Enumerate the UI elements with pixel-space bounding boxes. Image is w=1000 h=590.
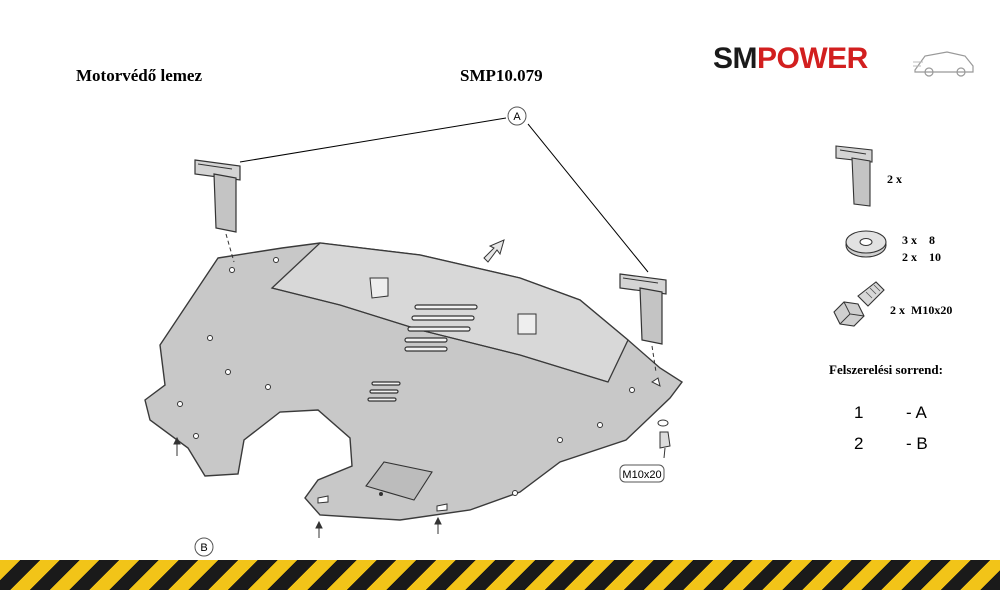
step-1-number: 1 [854, 403, 864, 422]
step-1-label: - A [906, 403, 927, 422]
parts-icons [833, 145, 887, 327]
bolt-icon [833, 281, 885, 327]
install-arrows [173, 436, 442, 538]
installation-order-title: Felszerelési sorrend: [829, 362, 943, 377]
right-mounting-bracket [619, 273, 667, 373]
mounting-holes [177, 257, 635, 496]
step-2-number: 2 [854, 434, 864, 453]
svg-text:A: A [513, 111, 521, 123]
washer-quantity-8: 3 x 8 [902, 233, 935, 247]
product-code: SMP10.079 [460, 66, 543, 85]
skid-plate-diagram: M10x20 A B [144, 106, 684, 557]
vent-slots [367, 304, 478, 402]
bracket-quantity: 2 x [887, 172, 902, 186]
leader-line-a-right [527, 123, 649, 273]
smpower-logo: SMPOWER [713, 40, 974, 84]
hazard-stripe [0, 560, 1000, 590]
bolt-quantity: 2 x M10x20 [890, 303, 953, 317]
step-2-label: - B [906, 434, 928, 453]
left-mounting-bracket [194, 159, 241, 263]
callout-b [194, 537, 214, 557]
bolt-callout-label: M10x20 [622, 469, 661, 481]
callout-a [507, 106, 527, 126]
page-title: Motorvédő lemez [76, 66, 203, 85]
washer-icon [845, 230, 887, 258]
svg-text:B: B [200, 542, 207, 554]
car-outline-icon [913, 51, 974, 77]
leader-line-a-left [239, 117, 507, 163]
access-cover [365, 461, 433, 501]
logo-wordmark: SMPOWER [713, 42, 868, 75]
bolt-detail [657, 419, 671, 459]
direction-arrow-icon [483, 239, 505, 263]
bolt-callout-box [619, 464, 665, 483]
washer-quantity-10: 2 x 10 [902, 250, 941, 264]
bracket-icon [835, 145, 873, 207]
